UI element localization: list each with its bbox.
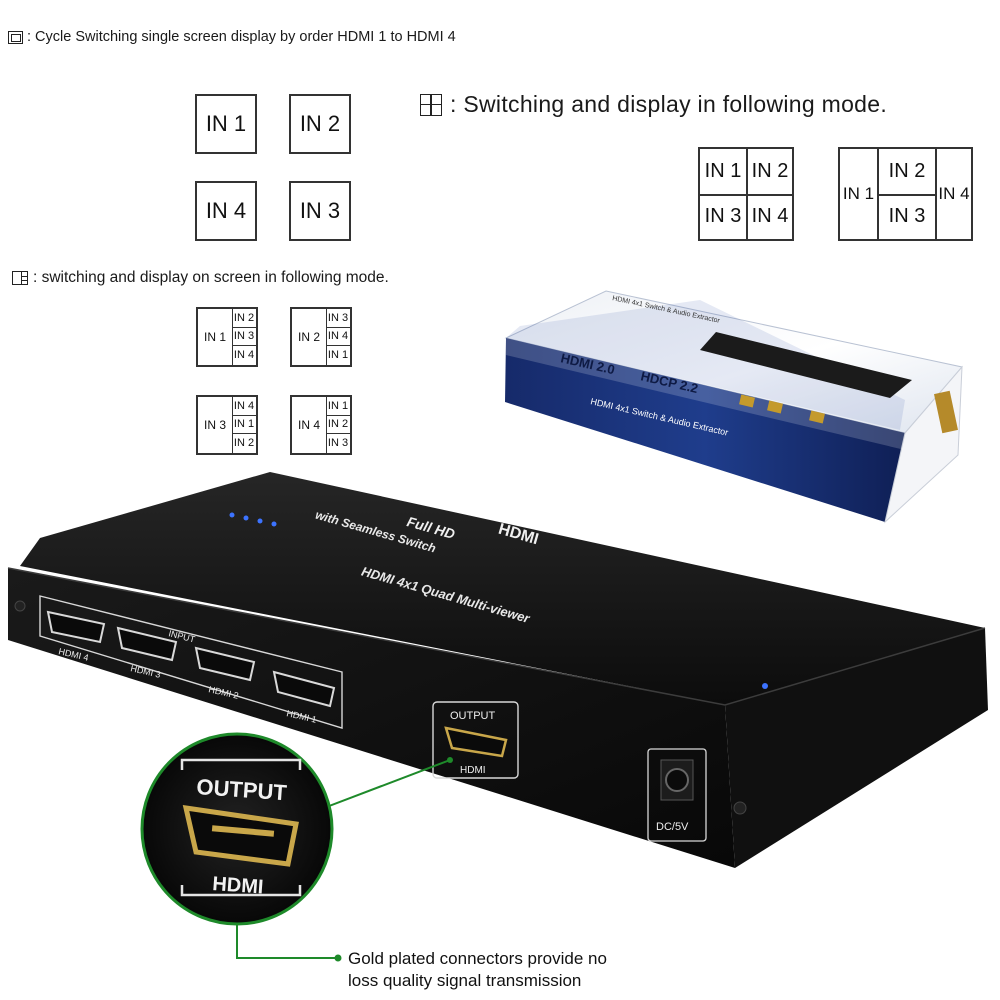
status-led bbox=[271, 521, 277, 527]
pip-main-cell: IN 3 bbox=[198, 397, 233, 453]
pip-mode-title: : switching and display on screen in fol… bbox=[12, 269, 389, 287]
caption-line-2: loss quality signal transmission bbox=[348, 971, 582, 990]
pip-sub-cell: IN 1 bbox=[232, 415, 256, 434]
split-top-cell: IN 2 bbox=[877, 149, 937, 196]
cycle-box-2: IN 2 bbox=[289, 94, 351, 154]
pip-mode-text: : switching and display on screen in fol… bbox=[33, 269, 389, 286]
status-led bbox=[243, 515, 249, 521]
zoom-hdmi-port bbox=[182, 805, 299, 867]
pip-main-cell: IN 4 bbox=[292, 397, 327, 453]
pip-sub-cell: IN 3 bbox=[326, 309, 350, 328]
quad-grid-layout: IN 1 IN 2 IN 3 IN 4 bbox=[698, 147, 794, 241]
output-label: OUTPUT bbox=[450, 710, 496, 722]
quad-split-layout: IN 1 IN 2 IN 3 IN 4 bbox=[838, 147, 973, 241]
quad-mode-text: : Switching and display in following mod… bbox=[450, 91, 888, 117]
output-bracket bbox=[432, 701, 519, 779]
pip-sub-cell: IN 1 bbox=[326, 397, 350, 416]
hdmi-output-port bbox=[444, 726, 508, 758]
quad-cell: IN 3 bbox=[700, 194, 748, 239]
quad-mode-title: : Switching and display in following mod… bbox=[420, 91, 887, 118]
pip-layout-3: IN 3 IN 4 IN 1 IN 2 bbox=[196, 395, 258, 455]
quad-cell: IN 1 bbox=[700, 149, 748, 196]
gold-connector-caption: Gold plated connectors provide no loss q… bbox=[348, 948, 607, 992]
quad-cell: IN 4 bbox=[751, 205, 789, 227]
cycle-box-1: IN 1 bbox=[195, 94, 257, 154]
caption-leader-line bbox=[236, 922, 338, 959]
pip-sub-cell: IN 4 bbox=[232, 397, 256, 416]
input-bracket bbox=[39, 595, 343, 729]
pip-layout-2: IN 2 IN 3 IN 4 IN 1 bbox=[290, 307, 352, 367]
cycle-box-4: IN 4 bbox=[195, 181, 257, 241]
pip-sub-cell: IN 2 bbox=[233, 437, 255, 449]
pip-sub-cell: IN 2 bbox=[326, 415, 350, 434]
power-bracket bbox=[647, 748, 707, 842]
screw bbox=[14, 600, 26, 612]
pip-main-cell: IN 2 bbox=[292, 309, 327, 365]
quad-split-icon bbox=[420, 93, 442, 116]
pip-sub-cell: IN 4 bbox=[233, 349, 255, 361]
cycle-box-3: IN 3 bbox=[289, 181, 351, 241]
pip-sub-cell: IN 3 bbox=[232, 327, 256, 346]
callout-dot bbox=[447, 757, 453, 763]
product-package: HDMI 4x1 Switch & Audio Extractor HDMI 2… bbox=[504, 290, 963, 524]
cycle-mode-text: : Cycle Switching single screen display … bbox=[27, 29, 456, 45]
status-led bbox=[257, 518, 263, 524]
pip-layout-4: IN 4 IN 1 IN 2 IN 3 bbox=[290, 395, 352, 455]
cycle-mode-title: : Cycle Switching single screen display … bbox=[8, 29, 456, 45]
output-zoom-callout: OUTPUT HDMI bbox=[140, 732, 334, 926]
package-badge bbox=[809, 410, 825, 424]
single-screen-icon bbox=[8, 30, 23, 44]
output-port-label: HDMI bbox=[460, 765, 486, 776]
caption-line-1: Gold plated connectors provide no bbox=[348, 949, 607, 968]
zoom-port-label: HDMI bbox=[212, 873, 265, 899]
caption-bullet bbox=[334, 954, 342, 962]
package-side-logo bbox=[934, 390, 958, 434]
pip-layout-icon bbox=[12, 271, 28, 285]
pip-main-cell: IN 1 bbox=[198, 309, 233, 365]
split-right-cell: IN 4 bbox=[935, 149, 971, 239]
zoom-gold-contacts bbox=[211, 825, 275, 837]
package-badge bbox=[767, 400, 783, 414]
quad-cell: IN 2 bbox=[746, 149, 794, 196]
pip-sub-cell: IN 1 bbox=[327, 349, 349, 361]
power-led bbox=[762, 683, 768, 689]
hdmi-input-port-3: HDMI 3 bbox=[116, 626, 178, 680]
power-label: DC/5V bbox=[656, 821, 689, 833]
pip-sub-cell: IN 3 bbox=[327, 437, 349, 449]
hdmi-multiviewer-device: Full HD HDMI HDMI 4x1 Quad Multi-viewer … bbox=[7, 472, 988, 868]
pip-layout-1: IN 1 IN 2 IN 3 IN 4 bbox=[196, 307, 258, 367]
split-bottom-cell: IN 3 bbox=[888, 205, 926, 227]
pip-sub-cell: IN 2 bbox=[232, 309, 256, 328]
screw bbox=[733, 801, 747, 815]
package-4k-badge bbox=[739, 394, 755, 408]
callout-line bbox=[315, 759, 451, 812]
dc-power-jack bbox=[665, 768, 689, 792]
status-led bbox=[229, 512, 235, 518]
pip-sub-cell: IN 4 bbox=[326, 327, 350, 346]
